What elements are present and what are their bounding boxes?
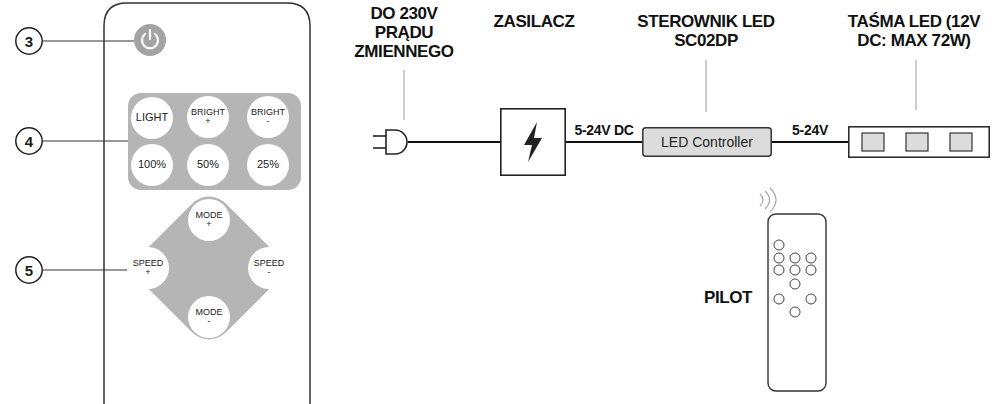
button-circle xyxy=(127,247,169,289)
node-text: 5 xyxy=(25,262,33,279)
remote-button: BRIGHT + xyxy=(187,96,229,138)
node-text: 4 xyxy=(25,133,33,150)
led-chip xyxy=(950,133,972,151)
button-circle xyxy=(131,144,173,186)
callout-circle xyxy=(16,257,42,283)
node-text: LED Controller xyxy=(661,134,753,150)
node-text: 50% xyxy=(197,159,219,171)
power-supply: ZASILACZ xyxy=(500,108,566,176)
node-text: MODE - xyxy=(189,308,229,327)
power-plug: DO 230V PRĄDU ZMIENNEGO xyxy=(386,130,408,154)
node-text: BRIGHT - xyxy=(248,108,288,127)
callout-number: 3 xyxy=(15,27,43,55)
controller-box xyxy=(643,128,771,156)
remote-button: MODE - xyxy=(188,296,230,338)
button-circle xyxy=(188,199,230,241)
button-circle xyxy=(247,144,289,186)
plug-symbol xyxy=(373,130,407,154)
node-outline xyxy=(848,126,990,158)
node-heading: ZASILACZ xyxy=(474,12,594,31)
wire-label: 5-24V DC xyxy=(572,122,635,138)
device-label: PILOT xyxy=(704,288,752,308)
node-heading: DO 230V PRĄDU ZMIENNEGO xyxy=(348,4,460,61)
button-circle xyxy=(247,96,289,138)
wire xyxy=(566,141,642,143)
button-circle xyxy=(131,97,173,139)
led-controller: STEROWNIK LED SC02DPLED Controller xyxy=(642,127,772,157)
remote-button: BRIGHT - xyxy=(247,96,289,138)
power-button xyxy=(134,24,166,56)
wire-label: 5-24V xyxy=(790,122,830,138)
remote-button: 50% xyxy=(187,144,229,186)
button-circle xyxy=(187,144,229,186)
leader-line xyxy=(403,70,404,120)
button-panel xyxy=(128,93,301,190)
node-text: 25% xyxy=(257,159,279,171)
node-text: SPEED - xyxy=(249,259,289,278)
power-icon xyxy=(149,30,151,39)
remote-button: 100% xyxy=(131,144,173,186)
remote-icon xyxy=(760,188,826,391)
remote-button: 25% xyxy=(247,144,289,186)
leader-line xyxy=(705,60,706,112)
callout-number: 4 xyxy=(15,127,43,155)
button-circle xyxy=(187,96,229,138)
node-text: BRIGHT + xyxy=(188,108,228,127)
callout-circle xyxy=(16,28,42,54)
strip-body xyxy=(849,127,989,157)
led-strip: TAŚMA LED (12V DC: MAX 72W) xyxy=(848,126,990,158)
callout-circle xyxy=(16,128,42,154)
direction-pad xyxy=(128,187,291,350)
node-text: 3 xyxy=(25,33,33,50)
led-chip xyxy=(906,133,928,151)
callout-number: 5 xyxy=(15,256,43,284)
node-heading: TAŚMA LED (12V DC: MAX 72W) xyxy=(832,12,996,50)
node-text: SPEED + xyxy=(128,259,168,278)
remote-button: LIGHT xyxy=(131,97,173,139)
remote-button: SPEED - xyxy=(248,247,290,289)
node-outline xyxy=(500,108,566,176)
node-text: 100% xyxy=(138,159,166,171)
node-text: MODE + xyxy=(189,211,229,230)
remote-housing xyxy=(104,3,310,404)
lightning-icon xyxy=(524,122,542,162)
remote-button: MODE + xyxy=(188,199,230,241)
node-outline xyxy=(386,130,408,154)
leader-line xyxy=(915,60,916,110)
leader-line xyxy=(43,40,134,41)
leader-line xyxy=(43,269,128,270)
node-heading: STEROWNIK LED SC02DP xyxy=(631,12,781,50)
led-chip xyxy=(862,133,884,151)
node-text: LIGHT xyxy=(136,112,168,124)
button-circle xyxy=(248,247,290,289)
wire xyxy=(772,141,848,143)
leader-line xyxy=(43,140,129,141)
supply-box xyxy=(501,109,565,175)
remote-button: SPEED + xyxy=(127,247,169,289)
button-circle xyxy=(188,296,230,338)
wire xyxy=(408,141,500,143)
